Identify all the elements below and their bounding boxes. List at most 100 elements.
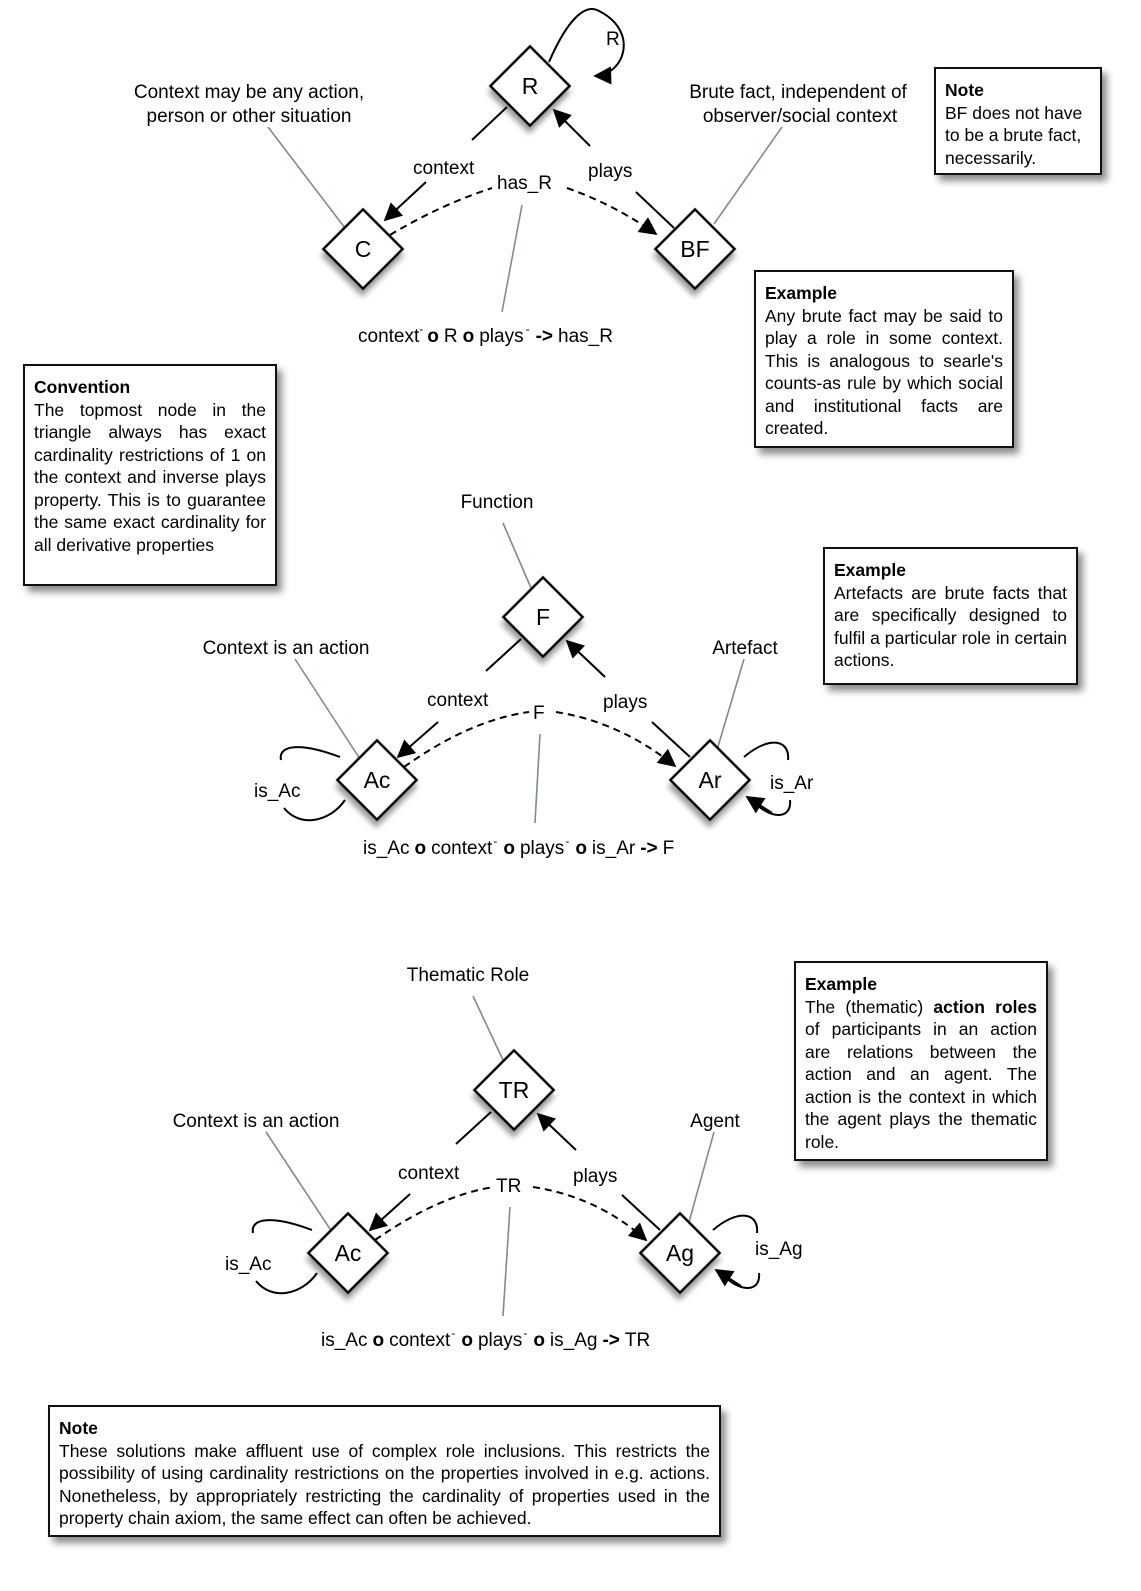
convention-box-body: The topmost node in the triangle always … <box>34 399 266 555</box>
loop-label-ag-3: is_Ag <box>755 1239 803 1260</box>
example-box-thematic-title: Example <box>805 974 877 994</box>
note-box-bf-title: Note <box>945 80 984 100</box>
triangle-1: R C BF R context plays has_R Context may… <box>134 8 908 347</box>
annotation-context-line1: Context may be any action, <box>134 82 364 103</box>
node-r-label: R <box>522 73 539 99</box>
self-loop-ac-2 <box>279 746 346 822</box>
annotation-bf-line2: observer/social context <box>703 106 898 127</box>
note-box-bf-body: BF does not have to be a brute fact, nec… <box>945 102 1083 168</box>
annotation-line-thematic-role <box>472 995 504 1061</box>
annotation-agent: Agent <box>690 1111 740 1132</box>
node-ar-shape[interactable] <box>668 738 752 822</box>
self-loop-ac-3 <box>251 1219 318 1295</box>
annotation-thematic-role: Thematic Role <box>407 965 530 986</box>
annotation-context-line2: person or other situation <box>147 106 352 127</box>
node-tr-shape[interactable] <box>472 1048 556 1132</box>
node-c-shape[interactable] <box>321 207 405 291</box>
annotation-line-context <box>267 126 346 229</box>
example-box-thematic-body-post: of participants in an action are relatio… <box>805 1019 1037 1152</box>
annotation-line-formula-2 <box>534 733 541 824</box>
annotation-context-3: Context is an action <box>173 1111 340 1132</box>
edge-context-arrow-3 <box>368 1193 411 1232</box>
node-ac-label-3: Ac <box>335 1240 362 1266</box>
edge-plays-label-3: plays <box>573 1166 617 1187</box>
node-tr-label: TR <box>499 1077 530 1103</box>
example-box-brute-fact: Example Any brute fact may be said to pl… <box>754 270 1014 448</box>
node-ac-label-2: Ac <box>364 767 391 793</box>
derived-edge-left-3 <box>374 1186 495 1241</box>
edge-plays-1 <box>552 108 591 147</box>
edge-context-1 <box>471 106 508 141</box>
node-r-shape[interactable] <box>488 44 572 128</box>
annotation-bf-line1: Brute fact, independent of <box>689 82 907 103</box>
example-box-artefact-body: Artefacts are brute facts that are speci… <box>834 582 1067 671</box>
derived-label-2: F <box>533 703 545 724</box>
example-box-thematic-body: The (thematic) action roles of participa… <box>805 996 1037 1154</box>
node-ar-label: Ar <box>699 767 722 793</box>
example-box-brute-fact-title: Example <box>765 283 837 303</box>
edge-plays-lower-2 <box>651 721 691 758</box>
edge-context-arrow-1 <box>383 181 427 222</box>
derived-edge-right-2 <box>555 711 677 768</box>
edge-plays-2 <box>565 639 606 678</box>
derived-edge-left-1 <box>389 187 493 236</box>
derived-label-1: has_R <box>497 173 552 194</box>
example-box-thematic-body-bold: action roles <box>933 996 1037 1017</box>
note-box-solutions-title: Note <box>59 1418 98 1438</box>
edge-context-label-1: context <box>413 158 475 179</box>
annotation-function: Function <box>461 492 534 513</box>
edge-context-label-2: context <box>427 690 489 711</box>
edge-plays-lower-1 <box>635 191 675 229</box>
self-loop-r <box>548 8 625 85</box>
example-box-brute-fact-body: Any brute fact may be said to play a rol… <box>765 305 1003 439</box>
derived-edge-left-2 <box>403 711 530 768</box>
self-loop-ar-2-arrow <box>745 796 773 814</box>
note-box-bf: Note BF does not have to be a brute fact… <box>934 67 1102 175</box>
self-loop-r-label: R <box>606 29 620 50</box>
annotation-line-brute-fact <box>713 126 783 225</box>
triangle-3: TR Ac Ag Thematic Role Context is an act… <box>173 965 803 1351</box>
example-box-artefact-title: Example <box>834 560 906 580</box>
node-ac-shape-2[interactable] <box>335 738 419 822</box>
node-ag-label: Ag <box>666 1240 694 1266</box>
node-bf-label: BF <box>680 236 709 262</box>
node-ag-shape[interactable] <box>638 1211 722 1295</box>
annotation-line-artefact <box>716 658 745 751</box>
annotation-context-2: Context is an action <box>203 638 370 659</box>
example-box-thematic-body-pre: The (thematic) <box>805 996 934 1017</box>
example-box-thematic: Example The (thematic) action roles of p… <box>794 961 1048 1161</box>
self-loop-ag-3-arrow <box>714 1269 742 1287</box>
derived-edge-right-3 <box>532 1186 648 1242</box>
loop-label-ar-2: is_Ar <box>770 773 814 794</box>
example-box-artefact: Example Artefacts are brute facts that a… <box>823 547 1078 685</box>
derived-label-3: TR <box>496 1176 521 1197</box>
note-box-solutions: Note These solutions make affluent use o… <box>48 1405 721 1537</box>
node-bf-shape[interactable] <box>653 207 737 291</box>
edge-context-arrow-2 <box>396 721 439 759</box>
annotation-line-formula <box>501 204 523 313</box>
loop-label-ac-3: is_Ac <box>225 1254 271 1275</box>
node-f-shape[interactable] <box>501 575 585 659</box>
node-f-label: F <box>536 604 550 630</box>
derived-edge-right-1 <box>566 187 658 236</box>
annotation-artefact: Artefact <box>712 638 778 659</box>
annotation-line-function <box>502 522 532 589</box>
edge-context-3 <box>455 1111 492 1145</box>
loop-label-ac-2: is_Ac <box>254 781 300 802</box>
annotation-line-formula-3 <box>502 1206 511 1317</box>
node-ac-shape-3[interactable] <box>306 1211 390 1295</box>
edge-plays-label-1: plays <box>588 161 632 182</box>
annotation-line-context-2 <box>294 658 361 760</box>
convention-box-title: Convention <box>34 377 131 397</box>
edge-context-2 <box>485 638 522 672</box>
note-box-solutions-body: These solutions make affluent use of com… <box>59 1440 710 1529</box>
edge-plays-label-2: plays <box>603 692 647 713</box>
annotation-line-context-3 <box>265 1131 333 1233</box>
edge-context-label-3: context <box>398 1163 460 1184</box>
node-c-label: C <box>355 236 372 262</box>
edge-plays-3 <box>536 1112 577 1151</box>
